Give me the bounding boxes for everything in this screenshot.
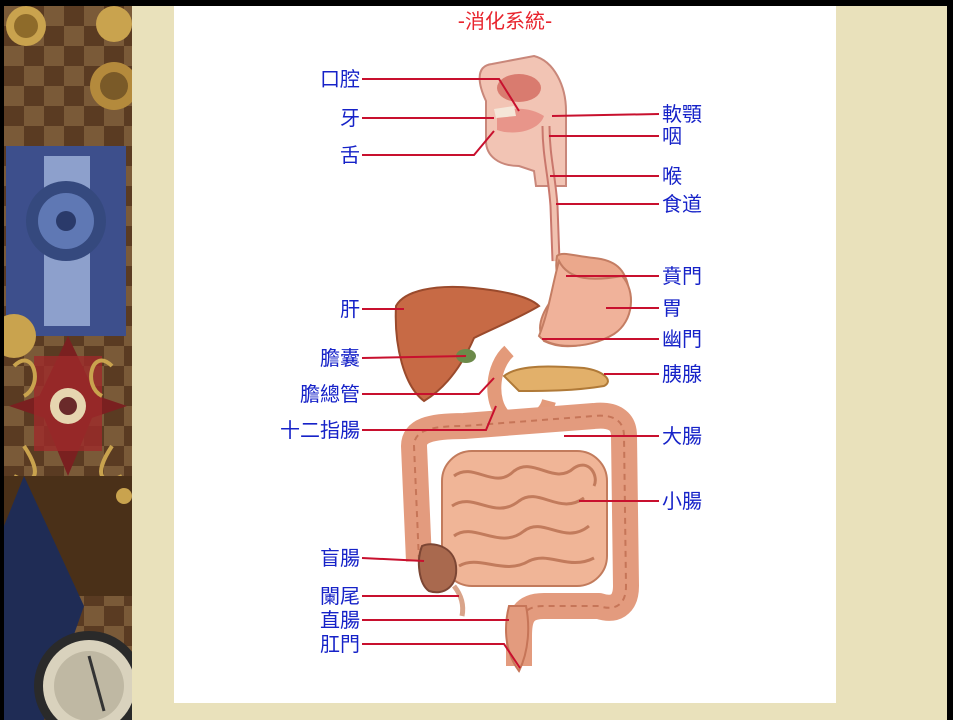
label-duodenum: 十二指腸 <box>240 418 360 442</box>
window-right-border <box>947 0 953 720</box>
medal-collage-graphic <box>4 6 132 720</box>
decorative-medal-collage <box>4 6 132 720</box>
digestive-system-figure: -消化系統- <box>174 6 836 703</box>
label-soft-palate: 軟顎 <box>662 102 702 126</box>
label-appendix: 闌尾 <box>240 584 360 608</box>
label-gallbladder: 膽囊 <box>240 346 360 370</box>
label-small-intestine: 小腸 <box>662 489 702 513</box>
label-pancreas: 胰腺 <box>662 362 702 386</box>
label-cardia: 賁門 <box>662 264 702 288</box>
label-large-intestine: 大腸 <box>662 424 702 448</box>
small-intestine-shape <box>442 451 607 586</box>
label-stomach: 胃 <box>662 296 682 320</box>
cecum-shape <box>419 544 456 592</box>
label-cecum: 盲腸 <box>240 546 360 570</box>
label-teeth: 牙 <box>240 106 360 130</box>
label-rectum: 直腸 <box>240 608 360 632</box>
label-pharynx: 咽 <box>662 124 682 148</box>
label-esophagus: 食道 <box>662 192 702 216</box>
label-liver: 肝 <box>240 297 360 321</box>
label-oral-cavity: 口腔 <box>240 67 360 91</box>
label-larynx: 喉 <box>662 164 682 188</box>
label-pylorus: 幽門 <box>662 327 702 351</box>
appendix-shape <box>454 586 463 616</box>
label-anus: 肛門 <box>240 632 360 656</box>
pancreas-shape <box>504 366 608 391</box>
label-tongue: 舌 <box>240 143 360 167</box>
label-common-bile-duct: 膽總管 <box>240 382 360 406</box>
